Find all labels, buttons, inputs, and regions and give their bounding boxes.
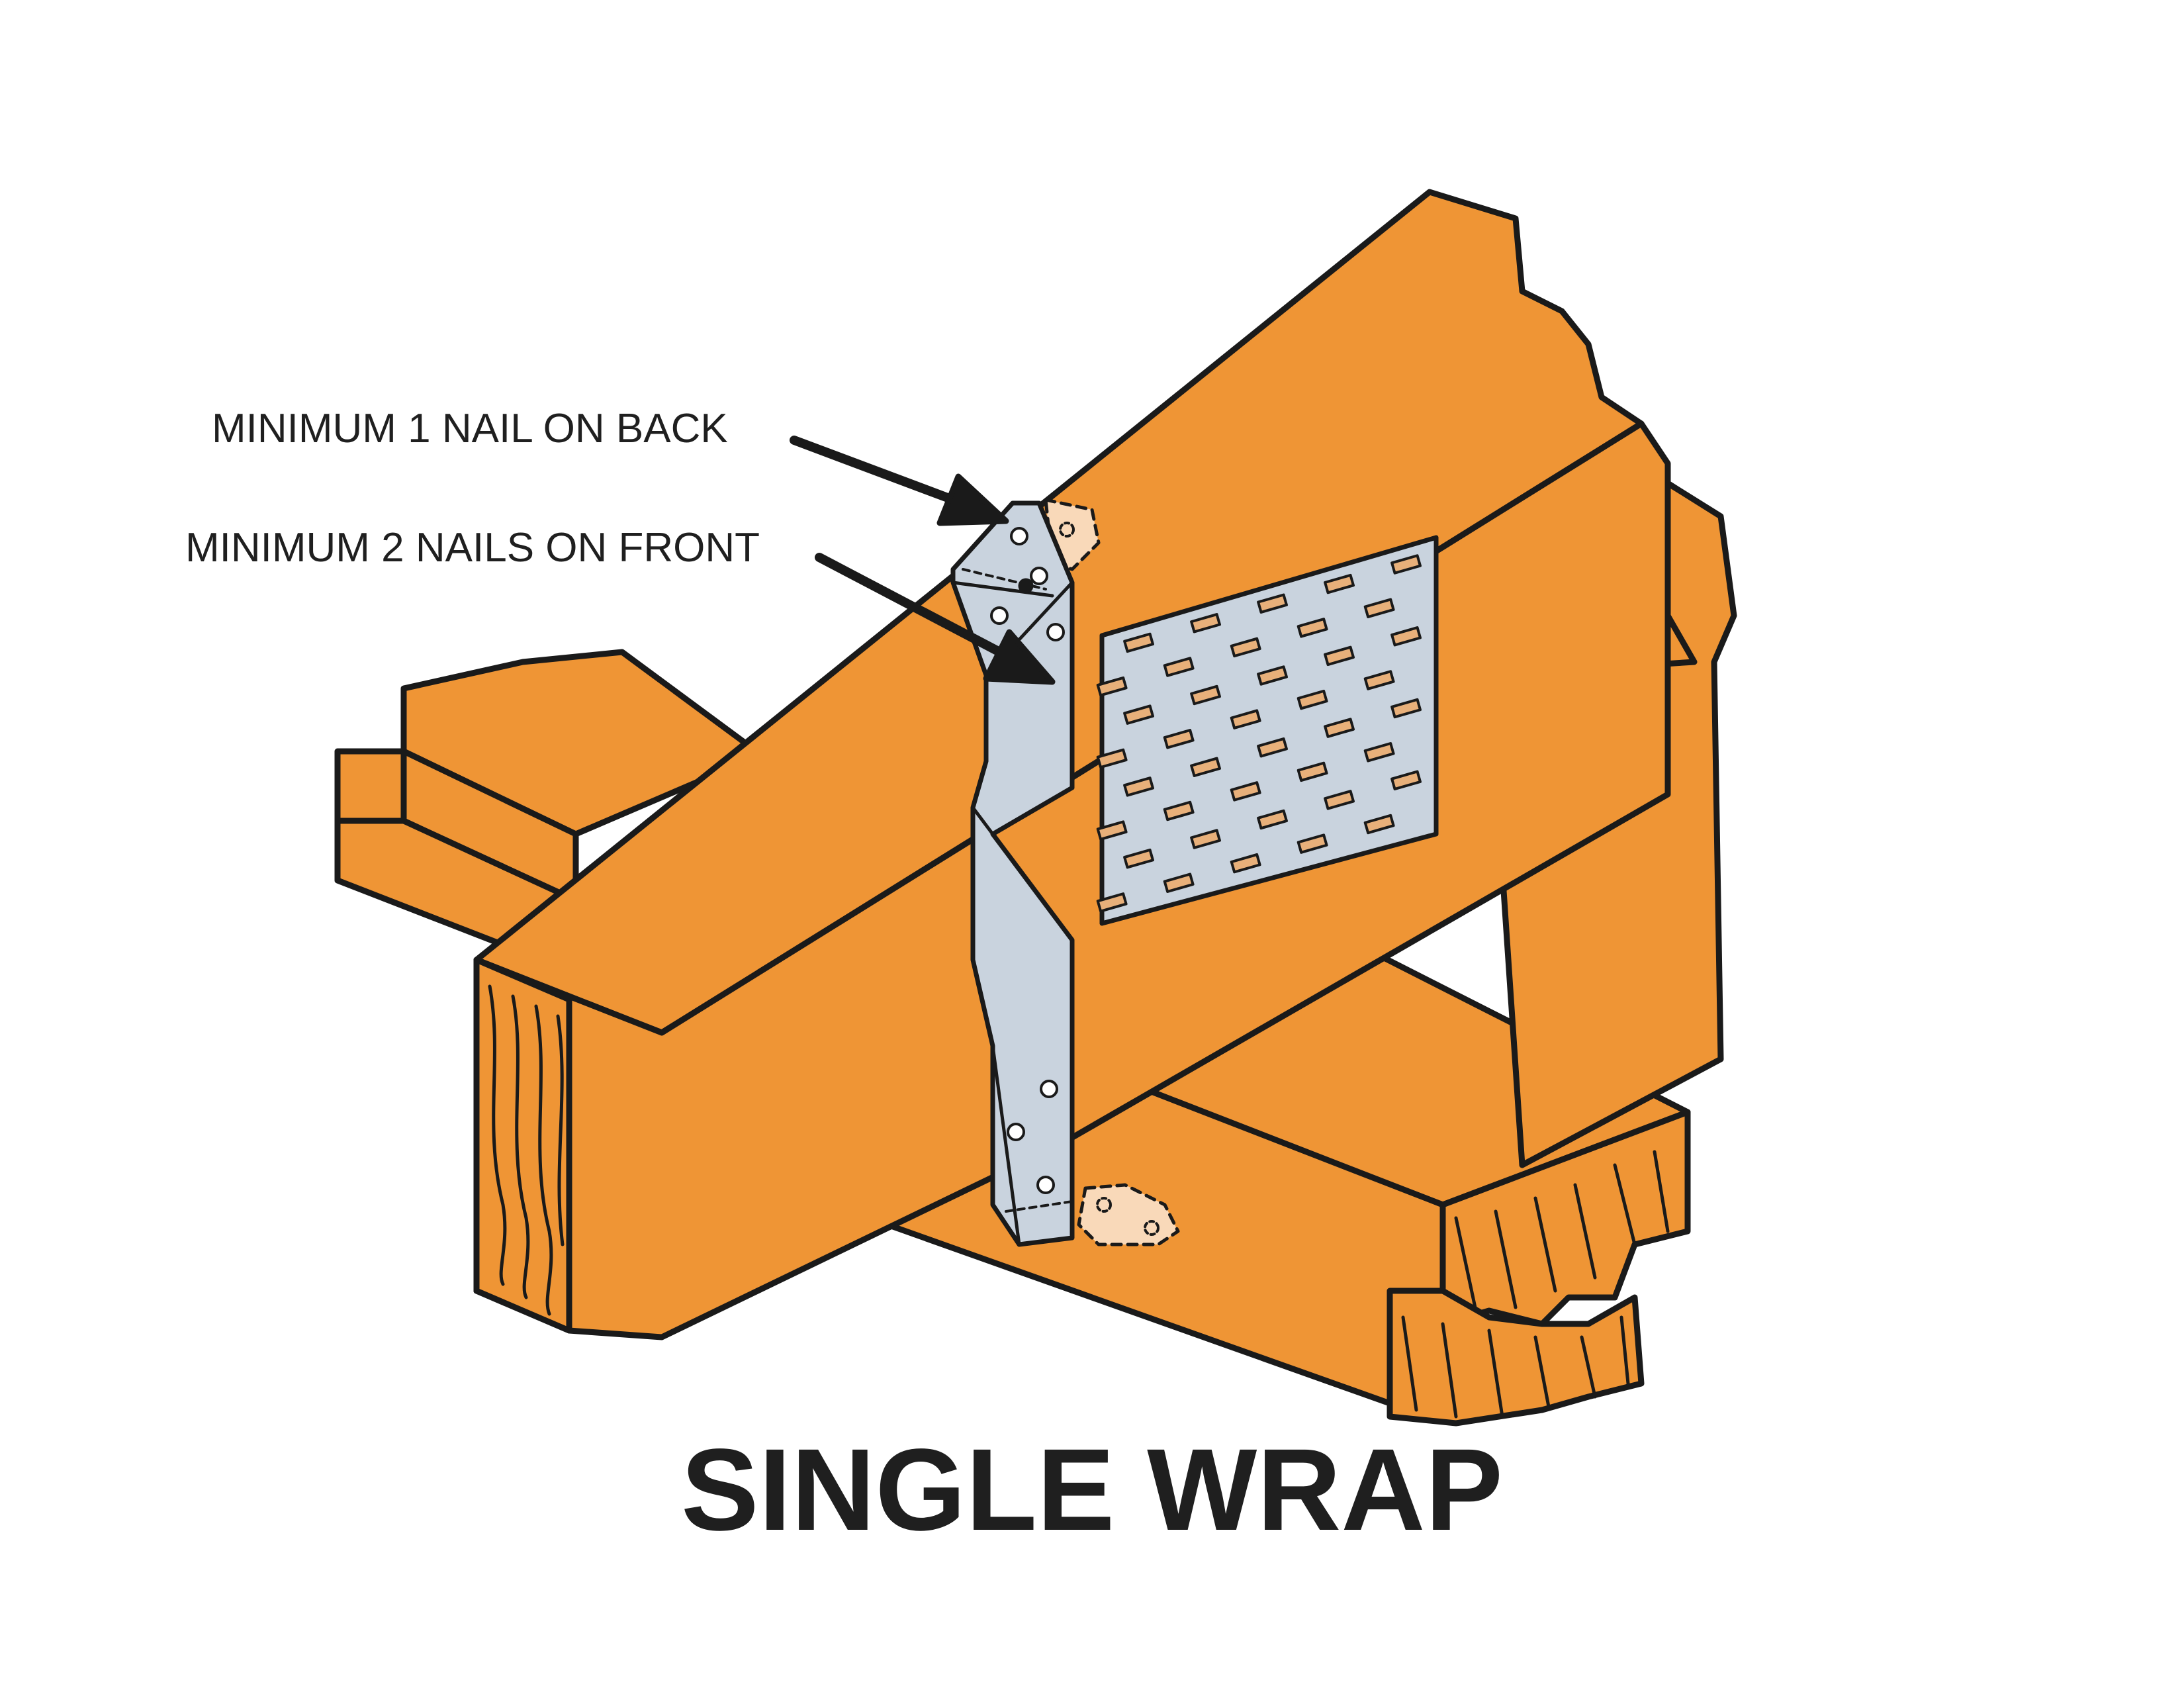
plate-tooth-slot — [1363, 742, 1395, 763]
arrow-back-head — [936, 473, 1009, 526]
plate-tooth-slot — [1163, 729, 1195, 749]
plate-tooth-slot — [1190, 829, 1221, 849]
plate-tooth-slot — [1230, 853, 1261, 874]
plate-tooth-slot — [1390, 626, 1422, 647]
single-wrap-strap — [950, 498, 1180, 1247]
rafter-end-grain — [473, 957, 572, 1334]
plate-tooth-slot — [1363, 814, 1395, 835]
plate-tooth-slot — [1257, 665, 1288, 686]
callout-back-nail-label: MINIMUM 1 NAIL ON BACK — [212, 406, 728, 451]
plate-tooth-slot — [1096, 892, 1128, 913]
plate-tooth-slot — [1096, 820, 1128, 841]
plate-tooth-slot — [1297, 833, 1328, 854]
arrow-front-line — [815, 553, 1011, 660]
plate-tooth-slot — [1324, 790, 1355, 810]
plate-tooth-slot — [1096, 748, 1128, 769]
lower-member-left — [334, 649, 764, 976]
strap-nail-holes — [990, 527, 1065, 1194]
truss-plate — [1096, 535, 1439, 926]
plate-tooth-slot — [1324, 718, 1355, 738]
plate-tooth-slot — [1163, 657, 1195, 677]
arrow-front-head — [983, 629, 1056, 685]
bottom-nail-tab — [1077, 1183, 1180, 1246]
callout-arrows — [790, 436, 1056, 685]
plate-tooth-slot — [1324, 645, 1355, 667]
callout-front-nails-label: MINIMUM 2 NAILS ON FRONT — [185, 525, 760, 571]
plate-tooth-slot — [1123, 632, 1154, 653]
plate-tooth-slot — [1257, 593, 1288, 614]
plate-tooth-slot — [1390, 770, 1422, 790]
plate-tooth-slot — [1096, 676, 1128, 697]
plate-tooth-slot — [1257, 809, 1288, 830]
plate-tooth-slot — [1297, 618, 1328, 638]
plate-tooth-slot — [1257, 737, 1288, 758]
truss-plate-teeth — [1096, 554, 1422, 913]
plate-tooth-slot — [1230, 709, 1261, 729]
plate-tooth-slot — [1190, 757, 1221, 778]
arrow-back-line — [790, 436, 958, 504]
plate-tooth-slot — [1230, 781, 1261, 802]
plate-tooth-slot — [1123, 848, 1154, 869]
plate-tooth-slot — [1297, 761, 1328, 782]
plate-tooth-slot — [1363, 598, 1395, 618]
plate-tooth-slot — [1190, 613, 1221, 633]
plate-tooth-slot — [1297, 689, 1328, 710]
plate-tooth-slot — [1230, 637, 1261, 658]
plate-tooth-slot — [1163, 872, 1195, 893]
plate-tooth-slot — [1163, 800, 1195, 821]
plate-tooth-slot — [1363, 670, 1395, 690]
plate-tooth-slot — [1123, 776, 1154, 797]
plate-tooth-slot — [1390, 554, 1422, 575]
diagram-title: SINGLE WRAP — [681, 1425, 1503, 1555]
plate-tooth-slot — [1390, 698, 1422, 719]
plate-tooth-slot — [1190, 684, 1221, 706]
plate-tooth-slot — [1123, 704, 1154, 725]
plate-tooth-slot — [1324, 573, 1355, 594]
